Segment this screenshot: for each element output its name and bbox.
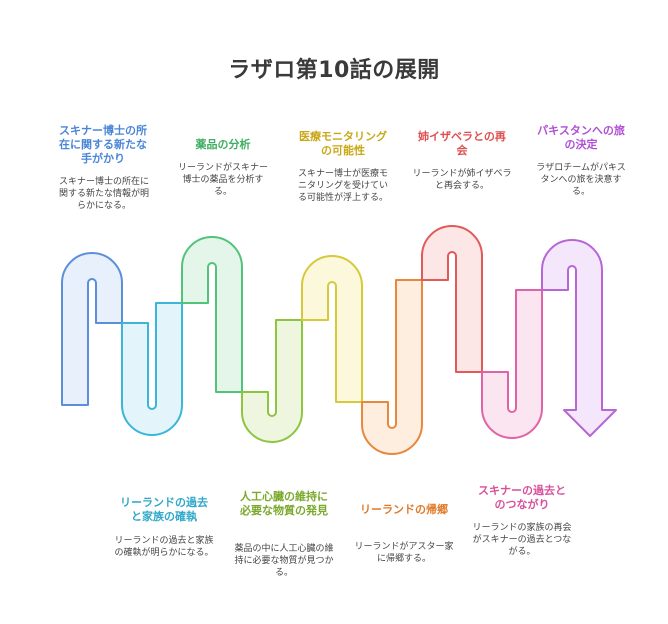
diagram-title: ラザロ第10話の展開 (228, 58, 440, 83)
path-segment-2 (121, 302, 183, 436)
path-segment-4 (241, 319, 303, 443)
step-label-2: リーランドの過去と家族の確執 (120, 496, 208, 523)
step-desc-9: ラザロチームがパキスタンへの旅を決意する。 (536, 163, 626, 197)
step-desc-8: リーランドの家族の再会がスキナーの過去とつながる。 (472, 523, 572, 557)
path-segment-1 (61, 252, 123, 406)
path-segment-3 (181, 236, 243, 393)
step-label-3: 薬品の分析 (195, 138, 251, 151)
step-desc-5: スキナー博士が医療モニタリングを受けている可能性が浮上する。 (297, 169, 388, 203)
path-segment-7 (421, 225, 483, 373)
step-desc-6: リーランドがアスター家に帰郷する。 (354, 542, 454, 564)
step-desc-1: スキナー博士の所在に関する新たな情報が明らかになる。 (58, 177, 149, 211)
step-label-8: スキナーの過去とのつながり (478, 484, 566, 511)
path-segment-5 (301, 255, 363, 403)
step-label-4: 人工心臓の維持に必要な物質の発見 (240, 490, 328, 517)
step-desc-2: リーランドの過去と家族の確執が明らかになる。 (114, 536, 214, 558)
step-label-7: 姉イザベラとの再会 (418, 130, 506, 157)
step-label-9: パキスタンへの旅の決定 (537, 124, 625, 151)
step-desc-3: リーランドがスキナー博士の薬品を分析する。 (177, 163, 268, 197)
path-segment-9 (541, 239, 617, 437)
path-segment-8 (481, 289, 543, 439)
step-desc-7: リーランドが姉イザベラと再会する。 (412, 169, 512, 191)
step-desc-4: 薬品の中に人工心臓の維持に必要な物質が見つかる。 (234, 544, 334, 578)
path-segment-6 (361, 279, 423, 455)
step-label-1: スキナー博士の所在に関する新たな手がかり (59, 124, 147, 165)
step-label-5: 医療モニタリングの可能性 (299, 130, 387, 157)
step-label-6: リーランドの帰郷 (360, 503, 448, 516)
